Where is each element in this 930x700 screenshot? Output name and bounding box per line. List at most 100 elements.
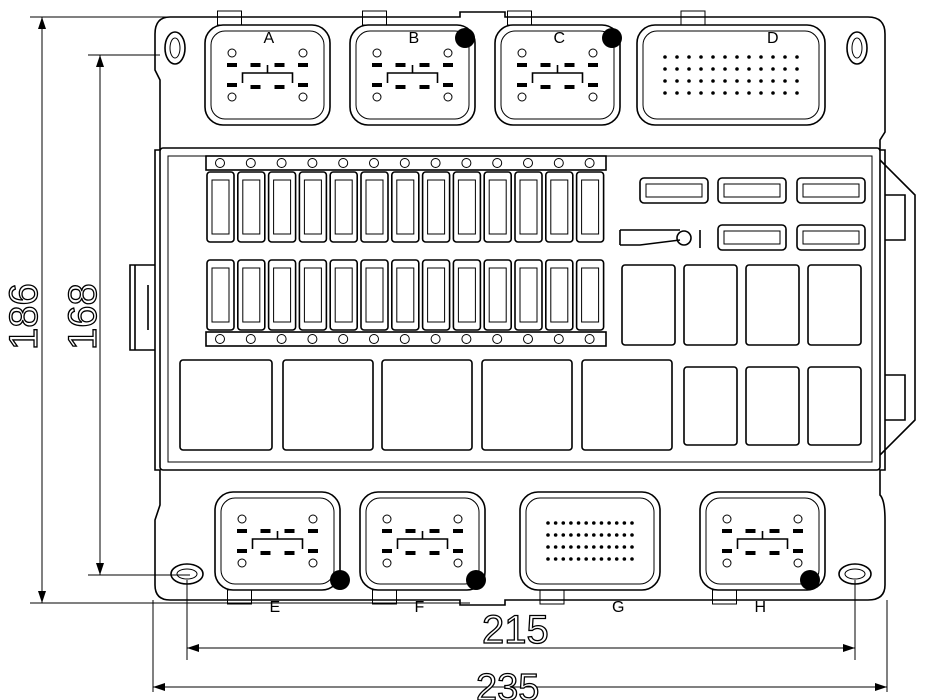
fuse-number-marker [399, 158, 410, 168]
pin [795, 67, 799, 71]
pin [429, 551, 440, 555]
connector-label: H [755, 599, 767, 616]
connector-d: D [636, 10, 826, 126]
pin [747, 91, 751, 95]
latch [539, 589, 565, 605]
marker-dot [330, 570, 350, 590]
fuse-slot [390, 259, 420, 331]
connector-shell [214, 491, 341, 591]
fuse-slot [452, 259, 482, 331]
pin [546, 557, 550, 561]
fuse-slot [267, 171, 297, 243]
pin [584, 521, 588, 525]
connector-label: E [270, 599, 281, 616]
connector-h: H [699, 491, 826, 616]
fuse-slot [514, 259, 543, 331]
fuse-slot-inner [550, 179, 569, 235]
connector-shell [349, 24, 476, 126]
latch [712, 589, 737, 605]
pin [284, 529, 295, 533]
pin [711, 55, 715, 59]
pin [561, 557, 566, 561]
pin [735, 55, 739, 59]
connector-label: B [409, 30, 420, 47]
connector-label: A [264, 30, 275, 47]
pin [260, 551, 271, 555]
pin [405, 529, 416, 533]
connector-e: E [214, 491, 350, 616]
pin [592, 557, 596, 561]
relay-socket [683, 366, 738, 446]
fuse-number-marker [369, 334, 379, 344]
pin [783, 91, 787, 95]
fuse-number-marker [338, 158, 349, 168]
pin [372, 63, 382, 67]
connector-b: B [349, 10, 476, 126]
fuse-number-marker [492, 334, 503, 344]
pin [443, 63, 453, 67]
pin [663, 79, 667, 83]
pin-marker [722, 514, 732, 524]
pin-marker [227, 48, 237, 58]
fuse-number-marker [584, 334, 595, 344]
pin [722, 549, 732, 553]
latch [507, 10, 532, 26]
pin [735, 91, 739, 95]
fuse-slot [206, 171, 235, 243]
pin-marker [517, 92, 527, 102]
pin [576, 533, 581, 537]
relay-slot [639, 177, 709, 204]
pin [687, 67, 691, 71]
pin [614, 533, 619, 537]
pin [711, 91, 715, 95]
pin [274, 63, 285, 67]
fuse-slot-inner [396, 267, 415, 323]
pin-marker [453, 514, 463, 524]
connector-face [525, 497, 655, 585]
pin [759, 55, 763, 59]
pin [584, 557, 588, 561]
fuse-slot-inner [427, 267, 446, 323]
pin-marker [793, 558, 803, 568]
fuse-slot-inner [365, 179, 384, 235]
pin [569, 557, 573, 561]
pin-marker [588, 48, 598, 58]
pin [711, 67, 715, 71]
pin [227, 63, 237, 67]
pin [663, 55, 667, 59]
connector-label: D [767, 30, 779, 47]
pin-marker [443, 48, 453, 58]
dim-168: 168 [61, 283, 105, 350]
pin [747, 67, 751, 71]
latch [372, 589, 397, 605]
pin [795, 55, 799, 59]
connector-face [355, 30, 470, 120]
fuse-slot [298, 171, 328, 243]
fuse-slot-inner [334, 179, 353, 235]
pin [687, 79, 691, 83]
pin [564, 63, 575, 67]
keying [531, 65, 584, 83]
pin [630, 557, 634, 561]
connector-shell [494, 24, 621, 126]
relay-slot [796, 177, 866, 204]
fuse-number-marker [430, 158, 441, 168]
fuse-number-marker [276, 334, 287, 344]
fuse-number-marker [492, 158, 503, 168]
pin [540, 63, 551, 67]
fuse-slot-inner [211, 179, 230, 235]
relay-socket [683, 264, 738, 346]
fuse-slot-inner [242, 179, 261, 235]
pin [308, 549, 318, 553]
connector-shell [636, 24, 826, 126]
fuse-slot-inner [519, 179, 538, 235]
fuse-slot-inner [457, 267, 476, 323]
dimension-lines [30, 16, 888, 692]
fuse-slot-inner [273, 267, 292, 323]
pin [382, 529, 392, 533]
pin [284, 551, 295, 555]
fuse-slot-inner [396, 179, 415, 235]
pin [771, 79, 775, 83]
pin [546, 521, 550, 525]
pin [584, 545, 588, 549]
